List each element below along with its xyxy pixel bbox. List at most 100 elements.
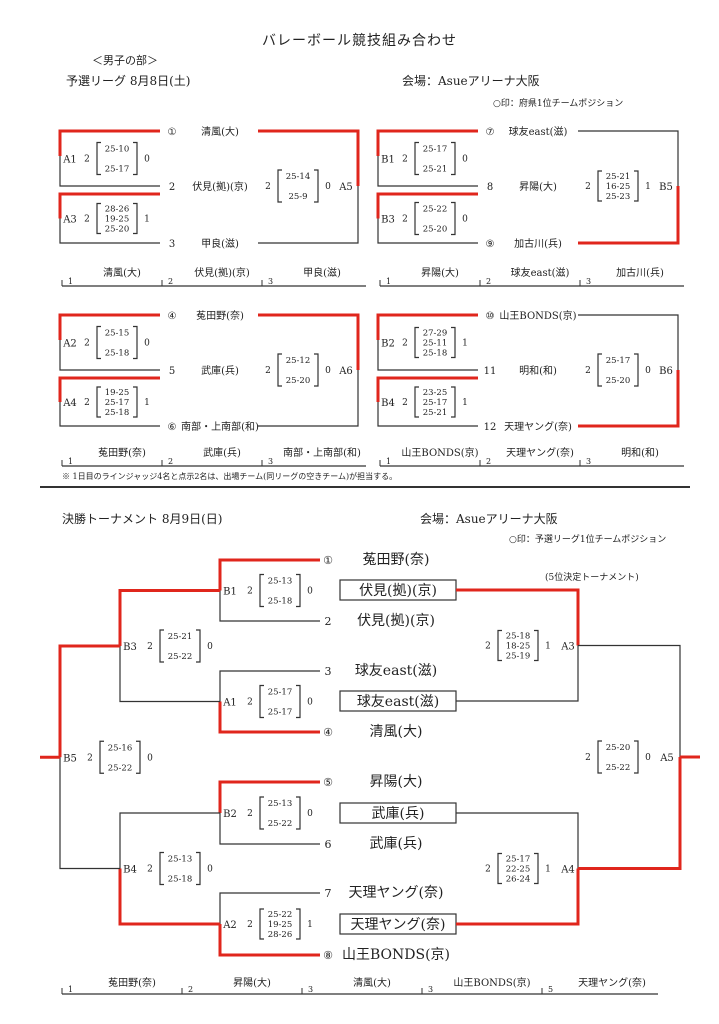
league-0-m0-opp-sets: 0 [144,155,150,165]
league-0-rank-name: 伏見(拠)(京) [194,266,250,279]
league-1-m2-score: 16-25 [606,182,631,192]
league-3-m0-opp-sets: 1 [462,339,468,349]
league-0-m1-score: 19-25 [105,215,130,225]
r1-2-sets: 2 [247,809,253,819]
league-0-m1-bottom [59,218,160,244]
league-2-team-pos: ④ [168,311,177,322]
league-2-m2-sets: 2 [265,366,271,376]
fifth-8-code: A4 [560,865,575,876]
final-rank-num: 2 [188,985,193,994]
league-3-team-pos: 11 [484,366,497,377]
final-slot-pos: ① [323,554,333,567]
league-0-m0-top [58,129,160,156]
league-3-m1-bottom [377,402,478,427]
league-1-m0-bottom [377,156,478,187]
final-slot-pos: ⑧ [323,949,333,962]
r1-1-bracket-right [296,684,301,719]
final-slot-pos: 6 [325,838,332,851]
final-match-code: B5 [63,753,77,764]
r1-0-bottom [219,590,320,622]
final-bottom [59,757,120,870]
league-0-m2-code: A5 [338,182,353,193]
league-2-m0-sets: 2 [84,339,90,349]
prelim-note: ○印：府県1位チームポジション [493,99,624,109]
league-1-rank-name: 昇陽(大) [421,266,459,279]
league-0-m0-bracket-left [96,141,101,176]
final-venue: 会場：Asueアリーナ大阪 [420,512,558,526]
league-1-m0-top [376,129,478,156]
fifth-final-top [578,644,681,757]
league-3-rank-num: 2 [486,457,491,466]
league-2-m2-score: 25-20 [286,376,311,386]
r1-0-top [218,558,320,591]
league-2-m2-code: A6 [338,366,353,377]
league-3-m2-opp-sets: 0 [645,366,651,376]
league-1-team-pos: 8 [487,182,493,193]
league-0-m1-opp-sets: 1 [144,215,150,225]
fifth-8-bracket-right [534,852,539,885]
league-0-team-pos: 3 [169,239,175,250]
semi-4-score: 25-22 [168,652,193,662]
fifth-team-name: 天理ヤング(奈) [351,917,446,933]
league-2-rank-name: 菟田野(奈) [98,446,146,459]
league-2-rank-num: 3 [268,457,273,466]
r1-2-bracket-right [296,796,301,830]
league-3-m0-bracket-right [451,326,456,359]
league-3-m0-code: B2 [381,339,395,350]
league-0-m1-score: 25-20 [105,225,130,235]
league-3-rank-name: 明和(和) [621,447,659,459]
league-2-m1-top [58,376,160,402]
league-2-m0-top [58,313,160,340]
fifth-8-top [456,812,579,869]
semi-5-code: B4 [123,865,137,876]
league-1-m2-opp-sets: 1 [645,182,651,192]
league-3-m1-sets: 2 [402,398,408,408]
league-2-team-pos: ⑥ [168,422,177,433]
final-match-sets: 2 [87,753,93,763]
league-3-m2-bracket-right [634,353,639,387]
league-0-m2-bottom [258,186,359,244]
league-0-team-pos: 2 [169,182,175,193]
league-3-team-name: 山王BONDS(京) [499,309,576,322]
r1-1-score: 25-17 [268,708,293,718]
league-1-m1-opp-sets: 0 [462,215,468,225]
league-0-m1-top [58,192,160,219]
fifth-7-top [456,588,580,646]
fifth-8-score: 26-24 [506,875,531,885]
league-3-rank-num: 1 [386,457,391,466]
league-3-m2-bottom [578,370,680,428]
league-2-team-pos: 5 [169,366,175,377]
league-3-m1-top [376,376,478,402]
league-2-m2-bracket-right [314,353,319,387]
semi-5-opp-sets: 0 [207,865,213,875]
fifth-team-name: 武庫(兵) [372,805,425,822]
final-slot-name: 球友east(滋) [355,663,437,679]
r1-1-bottom [218,701,320,734]
final-slot-name: 伏見(拠)(京) [357,613,435,629]
r1-3-score: 19-25 [268,920,293,930]
final-heading: 決勝トーナメント 8月9日(日) [62,512,223,526]
semi-5-bracket-right [196,851,201,886]
semi-5-bracket-left [159,851,164,886]
semi-5-top [119,812,220,869]
league-0-m2-bracket-right [314,169,319,203]
fifth-final-score: 25-20 [606,743,631,753]
final-rank-name: 天理ヤング(奈) [578,976,646,989]
league-0-m1-sets: 2 [84,215,90,225]
r1-1-sets: 2 [247,698,253,708]
r1-0-sets: 2 [247,587,253,597]
fifth-final-score: 25-22 [606,763,631,773]
league-3-m0-score: 25-11 [423,339,448,349]
fifth-8-sets: 2 [485,865,491,875]
league-2-m1-sets: 2 [84,398,90,408]
league-1-m0-score: 25-17 [423,145,448,155]
prelim-venue: 会場：Asueアリーナ大阪 [402,74,540,88]
fifth-final-bracket-left [597,740,602,774]
league-2-m1-bracket-right [133,386,138,418]
league-2-m1-score: 25-18 [105,408,130,418]
league-3-m1-score: 25-17 [423,398,448,408]
league-1-team-pos: ⑦ [486,127,495,138]
league-2-team-name: 武庫(兵) [201,364,239,377]
league-3-m0-score: 25-18 [423,349,448,359]
r1-3-code: A2 [222,920,237,931]
